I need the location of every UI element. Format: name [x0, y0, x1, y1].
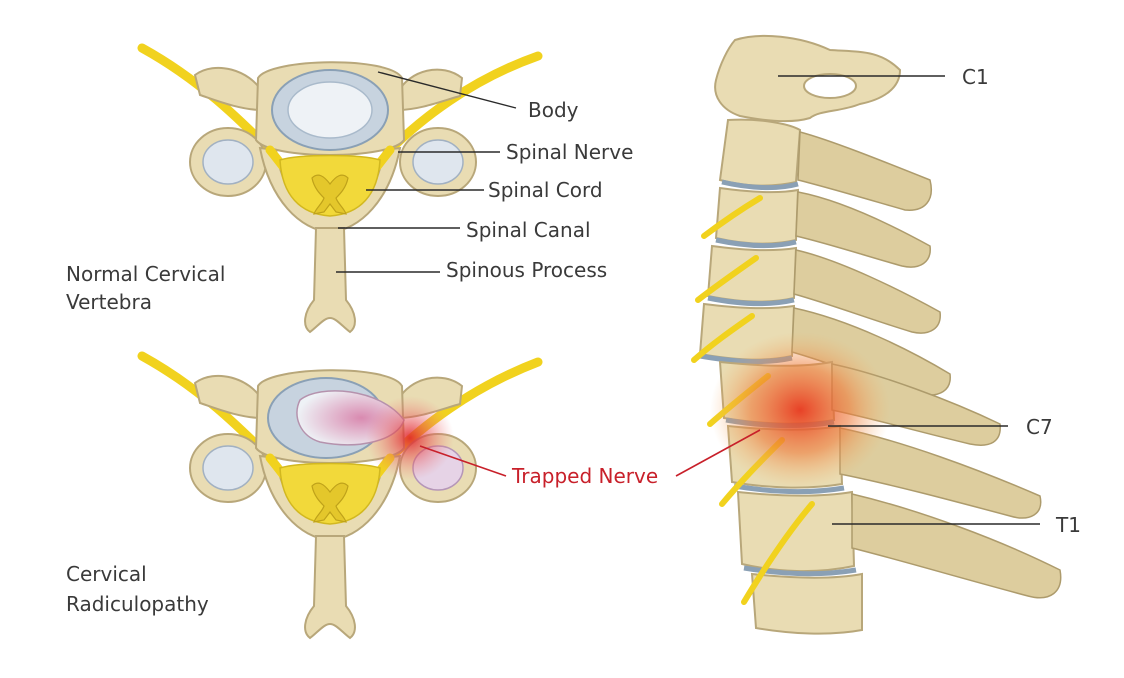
trapped-nerve-leader-left: [419, 445, 507, 477]
label-c7: C7: [1026, 415, 1053, 439]
label-trapped-nerve: Trapped Nerve: [511, 464, 658, 488]
caption-normal-line1: Normal Cervical: [66, 262, 225, 286]
caption-radiculopathy-line2: Radiculopathy: [66, 592, 209, 616]
label-spinal-canal: Spinal Canal: [466, 218, 591, 242]
label-spinous-process: Spinous Process: [446, 258, 607, 282]
label-c1: C1: [962, 65, 989, 89]
body-leader: [377, 71, 517, 109]
label-spinal-nerve: Spinal Nerve: [506, 140, 633, 164]
trapped-nerve-leader-right: [675, 429, 761, 477]
normal-vertebra-illustration: [137, 43, 543, 334]
radiculopathy-vertebra-illustration: [137, 351, 543, 640]
caption-normal-line2: Vertebra: [66, 290, 152, 314]
caption-radiculopathy-line1: Cervical: [66, 562, 147, 586]
label-spinal-cord: Spinal Cord: [488, 178, 603, 202]
inflammation-glow-side: [710, 332, 890, 488]
label-t1: T1: [1055, 513, 1081, 537]
label-body: Body: [528, 98, 579, 122]
cervical-spine-side-view: [691, 34, 1062, 635]
inflammation-glow: [366, 396, 454, 480]
